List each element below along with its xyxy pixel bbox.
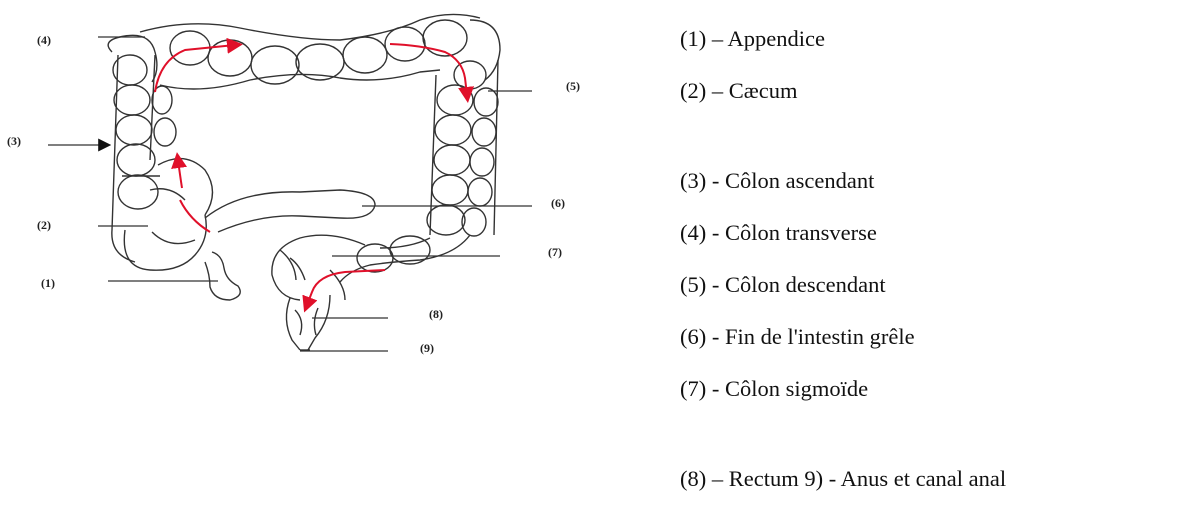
marker-8: (8) bbox=[429, 307, 443, 321]
legend-item-sigmoid-colon: (7) - Côlon sigmoïde bbox=[680, 376, 868, 402]
appendix bbox=[205, 252, 240, 300]
marker-5: (5) bbox=[566, 79, 580, 93]
marker-6: (6) bbox=[551, 196, 565, 210]
leader-lines bbox=[48, 37, 532, 351]
colon-diagram: (4) (3) (2) (1) (5) (6) (7) (8) (9) bbox=[0, 0, 640, 508]
small-intestine-end bbox=[205, 190, 375, 232]
marker-2: (2) bbox=[37, 218, 51, 232]
legend-item-small-intestine-end: (6) - Fin de l'intestin grêle bbox=[680, 324, 915, 350]
legend-item-appendix: (1) – Appendice bbox=[680, 26, 825, 52]
marker-7: (7) bbox=[548, 245, 562, 259]
marker-1: (1) bbox=[41, 276, 55, 290]
flow-arrows bbox=[155, 44, 467, 305]
marker-3: (3) bbox=[7, 134, 21, 148]
legend-item-cecum: (2) – Cæcum bbox=[680, 78, 798, 104]
marker-4: (4) bbox=[37, 33, 51, 47]
legend-item-transverse-colon: (4) - Côlon transverse bbox=[680, 220, 877, 246]
marker-9: (9) bbox=[420, 341, 434, 355]
descending-colon bbox=[427, 60, 498, 236]
colon-outline bbox=[108, 14, 500, 350]
legend-item-rectum-anus: (8) – Rectum 9) - Anus et canal anal bbox=[680, 466, 1006, 492]
legend-item-ascending-colon: (3) - Côlon ascendant bbox=[680, 168, 874, 194]
legend-item-descending-colon: (5) - Côlon descendant bbox=[680, 272, 886, 298]
ascending-colon bbox=[108, 35, 176, 262]
sigmoid-colon bbox=[272, 235, 470, 300]
